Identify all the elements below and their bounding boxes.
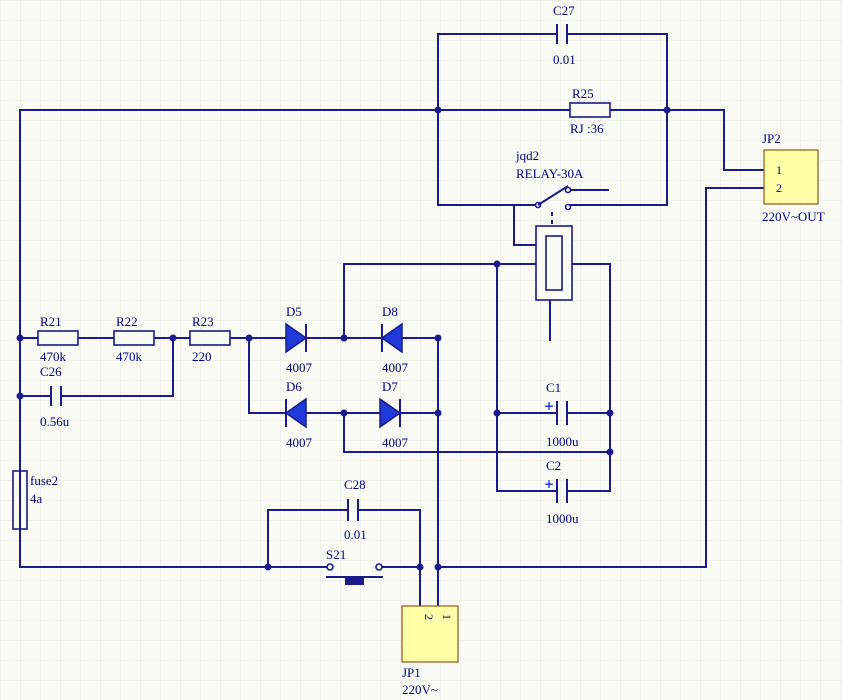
jqd2-value: RELAY-30A [516,166,584,181]
capacitor-c28[interactable]: C28 0.01 [344,477,367,542]
jp1-value: 220V~ [402,682,438,697]
wires [19,33,765,607]
capacitor-c27[interactable]: C27 0.01 [553,3,576,67]
capacitor-c26[interactable]: C26 0.56u [40,364,70,429]
d5-value: 4007 [286,360,313,375]
c27-value: 0.01 [553,52,576,67]
fuse2-designator: fuse2 [30,473,58,488]
d6-value: 4007 [286,435,313,450]
jp1-pin-1: 1 [440,614,454,620]
jqd2-designator: jqd2 [515,148,539,163]
diode-d6[interactable]: D6 4007 [284,379,313,450]
c27-designator: C27 [553,3,575,18]
c26-value: 0.56u [40,414,70,429]
capacitor-c2[interactable]: + C2 1000u [544,458,579,526]
connector-jp2[interactable]: 1 2 JP2 220V~OUT [762,131,825,224]
r25-value: RJ :36 [570,121,604,136]
r25-designator: R25 [572,86,594,101]
d7-value: 4007 [382,435,409,450]
capacitor-c1[interactable]: + C1 1000u [544,380,579,449]
resistor-r23[interactable]: R23 220 [189,314,231,364]
r22-value: 470k [116,349,143,364]
c1-designator: C1 [546,380,561,395]
r21-designator: R21 [40,314,62,329]
r22-designator: R22 [116,314,138,329]
c2-value: 1000u [546,511,579,526]
d8-designator: D8 [382,304,398,319]
jp1-designator: JP1 [402,665,421,680]
c28-designator: C28 [344,477,366,492]
diode-d5[interactable]: D5 4007 [285,304,313,375]
resistor-r21[interactable]: R21 470k [37,314,79,364]
fuse2-value: 4a [30,491,43,506]
d6-designator: D6 [286,379,302,394]
jp2-pin-2: 2 [776,181,782,195]
relay-jqd2[interactable]: jqd2 RELAY-30A [515,148,584,301]
resistor-r25[interactable]: R25 RJ :36 [569,86,611,136]
c26-designator: C26 [40,364,62,379]
jp2-value: 220V~OUT [762,209,825,224]
r23-designator: R23 [192,314,214,329]
jp1-pin-2: 2 [422,614,436,620]
d8-value: 4007 [382,360,409,375]
c2-plus: + [544,477,554,491]
r21-value: 470k [40,349,67,364]
d5-designator: D5 [286,304,302,319]
c1-plus: + [544,399,554,413]
c28-value: 0.01 [344,527,367,542]
diode-d7[interactable]: D7 4007 [379,379,409,450]
r23-value: 220 [192,349,212,364]
junction-dots [16,106,671,571]
connector-jp1[interactable]: 2 1 JP1 220V~ [401,605,459,697]
diode-d8[interactable]: D8 4007 [380,304,409,375]
jp2-designator: JP2 [762,131,781,146]
d7-designator: D7 [382,379,398,394]
jp2-pin-1: 1 [776,163,782,177]
s21-designator: S21 [326,547,346,562]
c2-designator: C2 [546,458,561,473]
fuse-fuse2[interactable]: fuse2 4a [12,470,58,530]
c1-value: 1000u [546,434,579,449]
resistor-r22[interactable]: R22 470k [113,314,155,364]
switch-s21[interactable]: S21 [326,547,383,585]
